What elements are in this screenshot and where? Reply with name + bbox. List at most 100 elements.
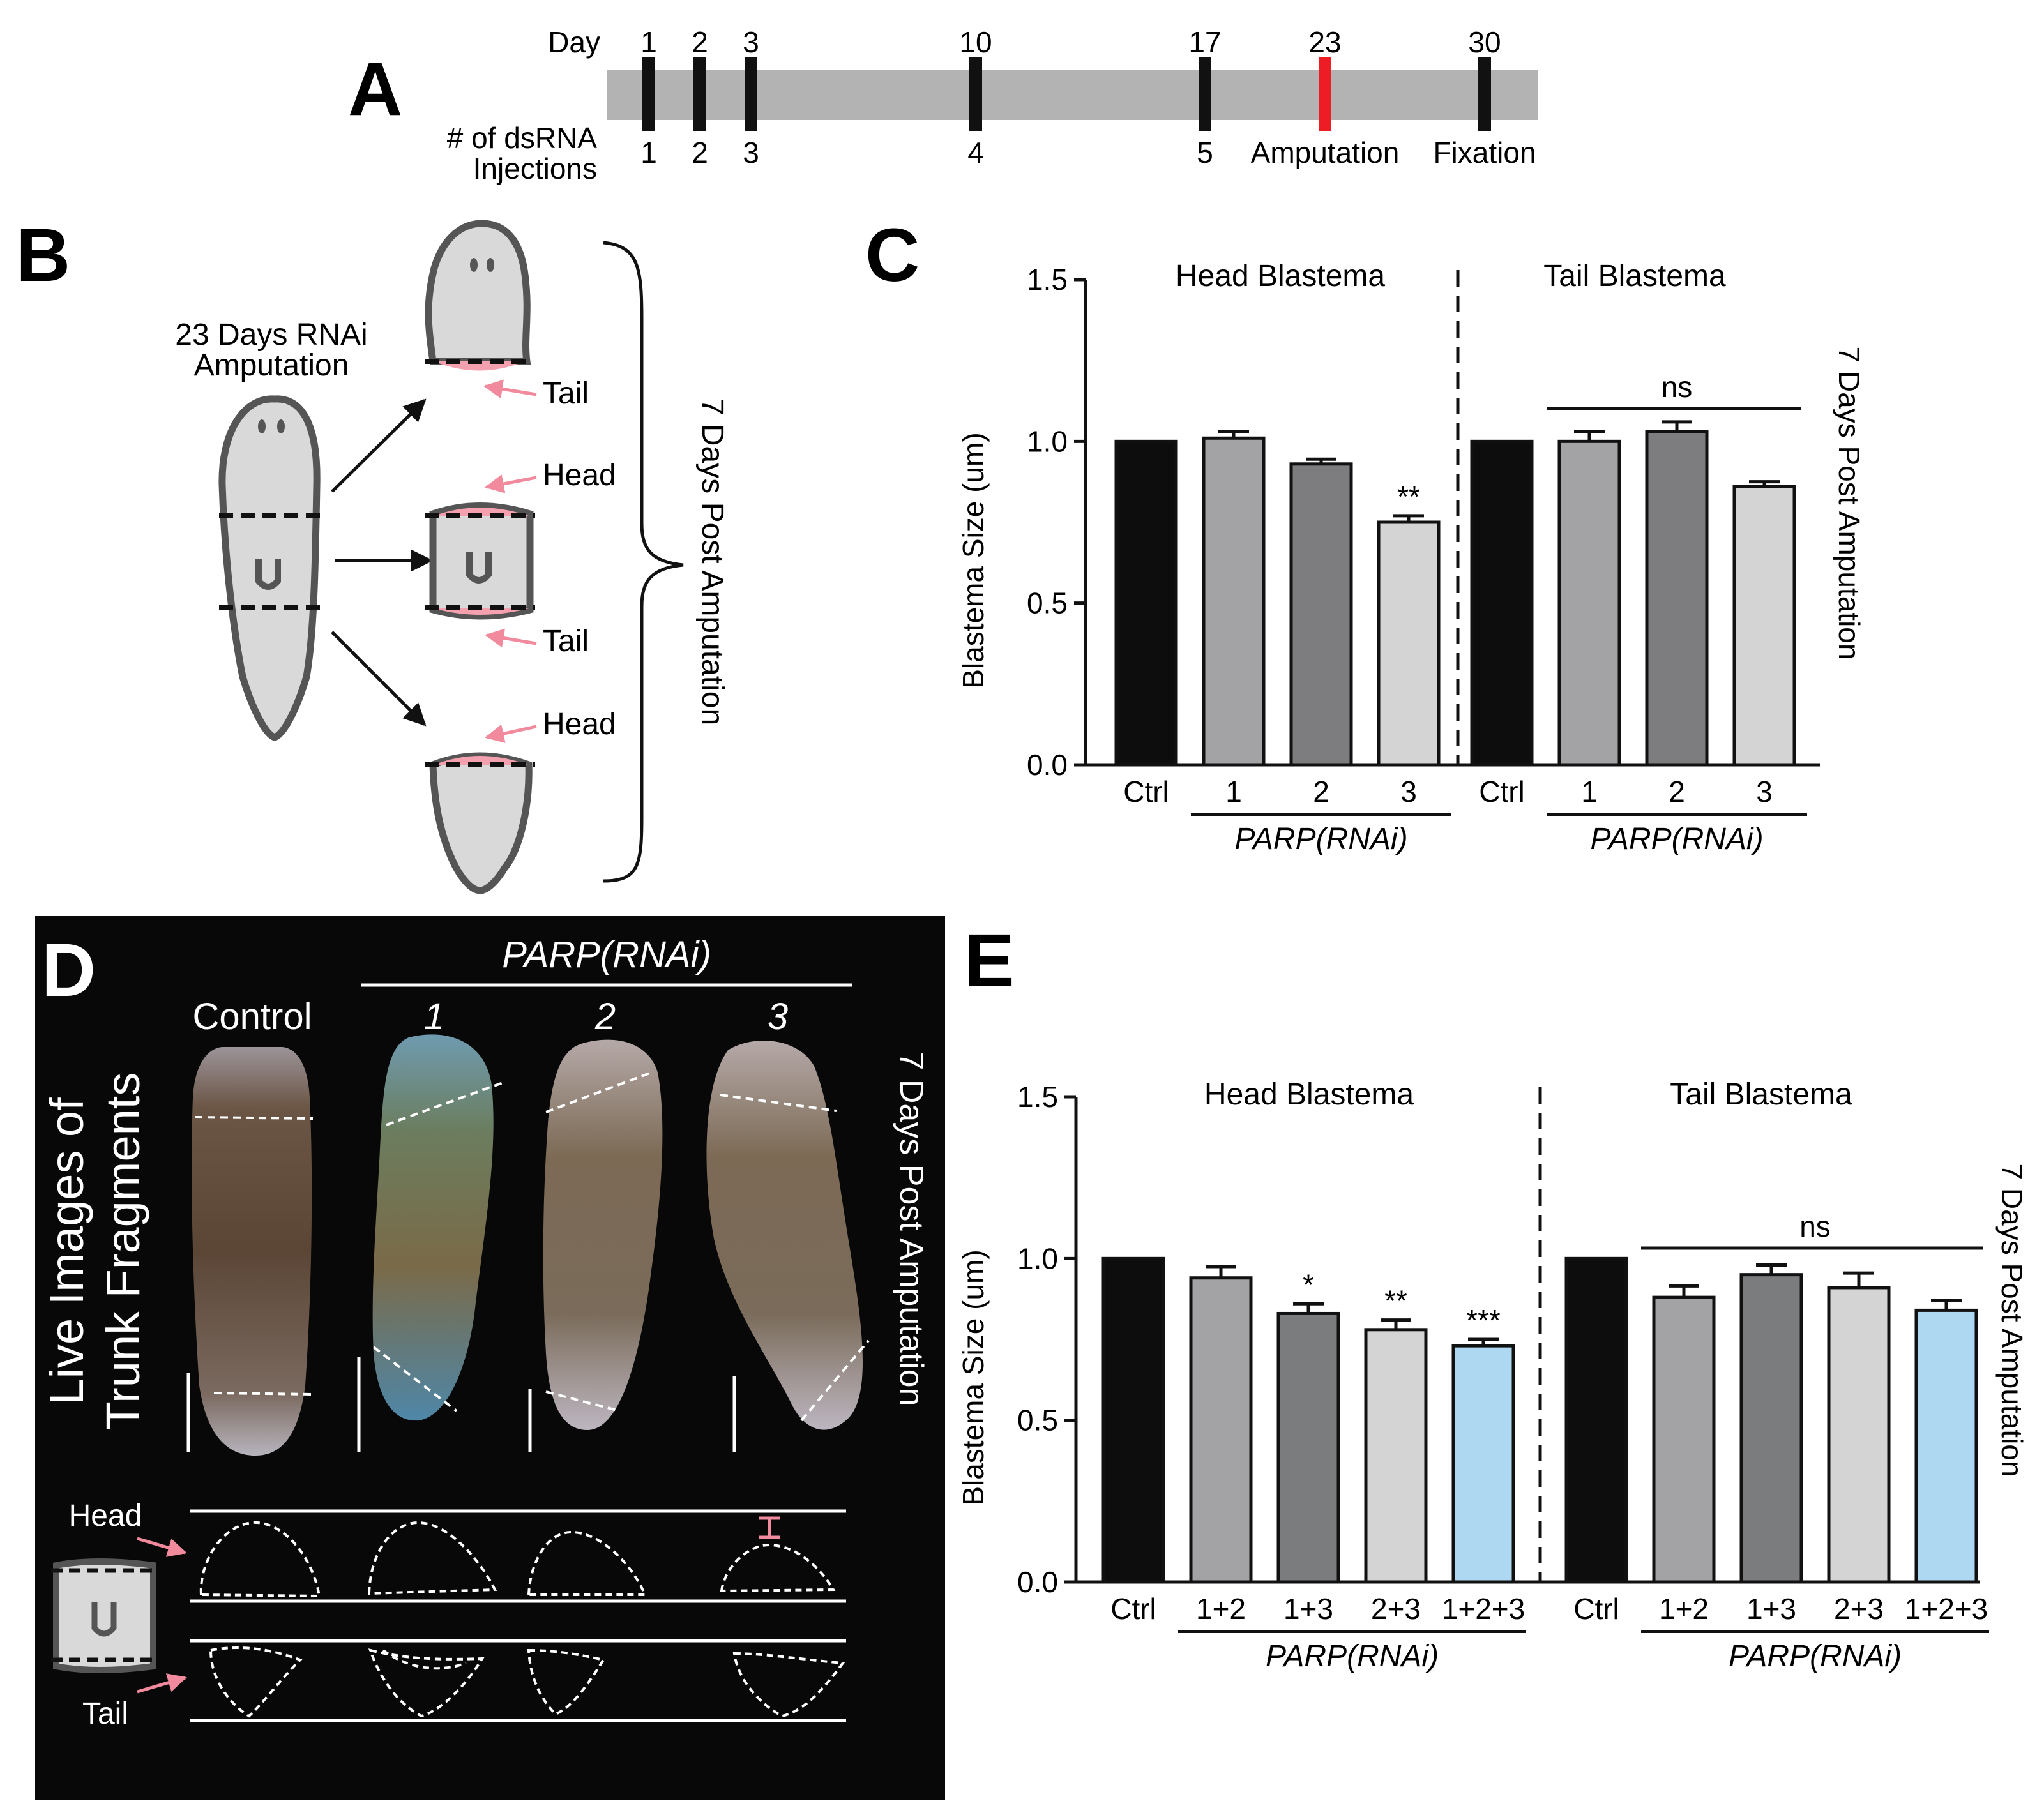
injection-label: 2 [692,136,708,169]
y-tick-label: 0.5 [1027,587,1068,620]
pointer-arrow-icon [137,1537,187,1557]
bar [1564,1256,1628,1584]
blastema-outline [720,1543,836,1593]
significance-label: ** [1397,480,1420,513]
pointer-arrow-icon [485,628,537,648]
significance-label: * [1303,1268,1314,1301]
column-label-control: Control [193,996,312,1037]
blastema-outline [209,1646,303,1718]
y-tick-label: 1.5 [1027,263,1068,296]
cut-line [213,1392,314,1396]
head-row-label: Head [69,1499,142,1533]
x-tick-label: 2 [1669,775,1685,808]
post-amputation-label: 7 Days Post Amputation [1833,347,1866,660]
y-tick-label: 1.0 [1027,425,1068,458]
treatment-label: PARP(RNAi) [1266,1639,1439,1673]
significance-label: ns [1799,1210,1831,1243]
x-tick-label: 2+3 [1834,1592,1884,1625]
worm-eye-icon [258,419,266,433]
x-tick-label: 3 [1756,775,1773,808]
bar [1189,1276,1253,1584]
blastema-outline [382,1649,467,1670]
panel-d: D PARP(RNAi) Control 1 2 3 Live Images o… [35,916,945,1800]
tail-row-label: Tail [82,1697,128,1731]
bar [1914,1308,1978,1584]
pointer-arrow-icon [485,474,537,493]
treatment-label: PARP(RNAi) [502,934,711,975]
x-tick-label: 1 [1225,775,1242,808]
y-tick-label: 1.0 [1017,1242,1058,1275]
intact-worm [218,395,321,741]
x-tick-label: 1+2+3 [1442,1592,1525,1625]
trunk-fragment [429,502,534,620]
bar [1377,520,1441,767]
blastema-outline [732,1652,845,1718]
brace [603,241,684,883]
bar [1652,1295,1716,1584]
timeline-tick-day-17 [1199,57,1211,131]
bar [1827,1286,1891,1584]
injection-label: 3 [743,136,759,169]
worm-image-3 [706,1041,863,1430]
panel-label-d: D [42,928,96,1013]
pharynx-icon [91,1602,117,1637]
day-label: 1 [640,26,657,59]
x-tick-label: 1+2+3 [1905,1592,1988,1625]
tail-label: Tail [543,377,589,410]
y-tick-label: 0.5 [1017,1404,1058,1437]
cut-line [194,1116,314,1120]
significance-label: ns [1662,370,1693,403]
group-title: Head Blastema [1176,259,1385,293]
y-axis-label: Blastema Size (um) [957,432,990,688]
head-label: Head [543,458,616,492]
post-amputation-label: 7 Days Post Amputation [1995,1164,2029,1477]
worm-eye-icon [487,258,494,272]
group-title: Tail Blastema [1543,259,1726,293]
y-tick-label: 0.0 [1027,748,1068,781]
treatment-label: PARP(RNAi) [1729,1639,1902,1673]
side-label-1: Live Images of [40,1097,93,1405]
worm-image-control [192,1047,312,1456]
panel-b: B 23 Days RNAi Amputation Tail Head Tail [16,213,729,894]
x-tick-label: Ctrl [1573,1592,1619,1625]
timeline-tick-day-1 [642,57,655,131]
y-tick-label: 1.5 [1017,1080,1058,1113]
bar [1276,1311,1340,1584]
blastema-outline [367,1521,497,1595]
blastema-outline [199,1521,321,1598]
bar [1470,439,1534,767]
injection-label: 5 [1197,136,1213,169]
column-label-1: 1 [424,996,444,1037]
bar [1114,439,1178,767]
pharynx-icon [466,552,492,584]
cut-line [720,1094,837,1112]
y-axis-label: Blastema Size (um) [957,1249,990,1505]
arrow-to-tail-fragment [331,631,427,727]
timeline-day-label: Day [548,26,600,59]
tail-fragment [429,752,533,894]
timeline-injections-label-2: Injections [473,152,597,185]
amputation-label: Amputation [1251,136,1400,169]
x-tick-label: Ctrl [1479,775,1525,808]
timeline-injections-label-1: # of dsRNA [447,121,598,154]
bar [1557,439,1621,767]
day-label: 23 [1308,26,1341,59]
pointer-arrow-icon [137,1673,187,1694]
timeline-tick-amputation [1319,57,1331,131]
cut-line [386,1081,505,1126]
worm-image-2 [543,1039,663,1430]
x-tick-label: 1+2 [1196,1592,1246,1625]
worm-eye-icon [470,258,478,272]
pointer-arrow-icon [485,724,537,743]
x-tick-label: Ctrl [1110,1592,1156,1625]
injection-label: 4 [967,136,984,169]
y-tick-label: 0.0 [1017,1565,1058,1599]
group-title: Head Blastema [1204,1078,1414,1111]
x-tick-label: 1+2 [1659,1592,1709,1625]
bar [1645,430,1709,767]
day-label: 2 [692,26,708,59]
head-label: Head [543,707,616,741]
